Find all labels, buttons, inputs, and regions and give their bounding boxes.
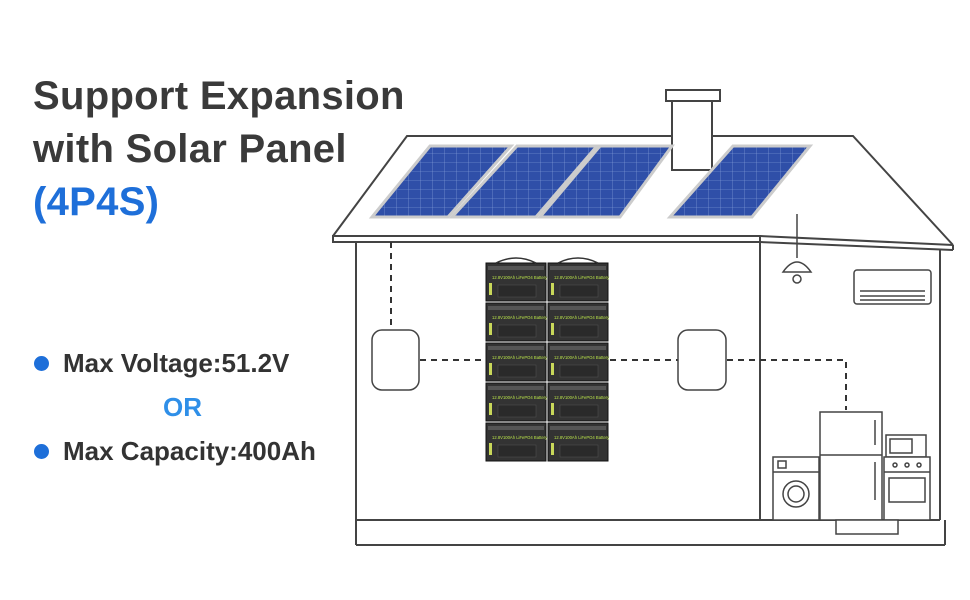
battery-label: 12.8V100Ah LiFePO4 Battery (554, 435, 610, 440)
inverter (677, 329, 727, 391)
spec-capacity: Max Capacity:400Ah (34, 429, 364, 473)
battery-label: 12.8V100Ah LiFePO4 Battery (554, 355, 610, 360)
battery-label: 12.8V100Ah LiFePO4 Battery (492, 275, 548, 280)
bullet-icon (34, 443, 49, 459)
washing-machine (772, 456, 820, 521)
battery-unit: 12.8V100Ah LiFePO4 Battery (547, 382, 610, 422)
solar-panel (448, 144, 601, 219)
spec-capacity-text: Max Capacity:400Ah (63, 435, 316, 466)
battery-unit: 12.8V100Ah LiFePO4 Battery (485, 302, 548, 342)
battery-label: 12.8V100Ah LiFePO4 Battery (492, 355, 548, 360)
spec-voltage-text: Max Voltage:51.2V (63, 347, 290, 378)
spec-voltage: Max Voltage:51.2V (34, 341, 364, 385)
headline: Support Expansion with Solar Panel (4P4S… (33, 70, 405, 229)
solar-panel (368, 144, 515, 219)
headline-config: (4P4S) (33, 180, 160, 224)
battery-bank: 12.8V100Ah LiFePO4 Battery 12.8V100Ah LiF… (485, 257, 610, 462)
battery-label: 12.8V100Ah LiFePO4 Battery (554, 395, 610, 400)
battery-unit: 12.8V100Ah LiFePO4 Battery (547, 342, 610, 382)
solar-panel (666, 144, 814, 219)
solar-panels (368, 144, 814, 219)
ceiling-lamp (781, 214, 813, 284)
battery-handle (495, 257, 537, 264)
headline-line-2: with Solar Panel (33, 127, 347, 171)
solar-panel (536, 144, 675, 219)
bullet-icon (34, 355, 49, 371)
door-step (835, 519, 899, 535)
headline-line-1: Support Expansion (33, 74, 405, 118)
spec-or: OR (163, 392, 202, 422)
battery-label: 12.8V100Ah LiFePO4 Battery (492, 435, 548, 440)
battery-unit: 12.8V100Ah LiFePO4 Battery (547, 302, 610, 342)
battery-label: 12.8V100Ah LiFePO4 Battery (492, 395, 548, 400)
battery-unit: 12.8V100Ah LiFePO4 Battery (485, 422, 548, 462)
battery-unit: 12.8V100Ah LiFePO4 Battery (485, 342, 548, 382)
battery-unit: 12.8V100Ah LiFePO4 Battery (485, 382, 548, 422)
refrigerator (819, 411, 883, 521)
battery-handle (557, 257, 599, 264)
battery-label: 12.8V100Ah LiFePO4 Battery (554, 275, 610, 280)
kitchen-appliances (883, 434, 931, 521)
battery-unit: 12.8V100Ah LiFePO4 Battery (547, 262, 610, 302)
wiring (390, 242, 847, 410)
spec-list: Max Voltage:51.2V OR Max Capacity:400Ah (34, 341, 364, 473)
battery-label: 12.8V100Ah LiFePO4 Battery (554, 315, 610, 320)
battery-label: 12.8V100Ah LiFePO4 Battery (492, 315, 548, 320)
charge-controller (371, 329, 420, 391)
battery-unit: 12.8V100Ah LiFePO4 Battery (485, 262, 548, 302)
battery-unit: 12.8V100Ah LiFePO4 Battery (547, 422, 610, 462)
air-conditioner (853, 269, 932, 305)
